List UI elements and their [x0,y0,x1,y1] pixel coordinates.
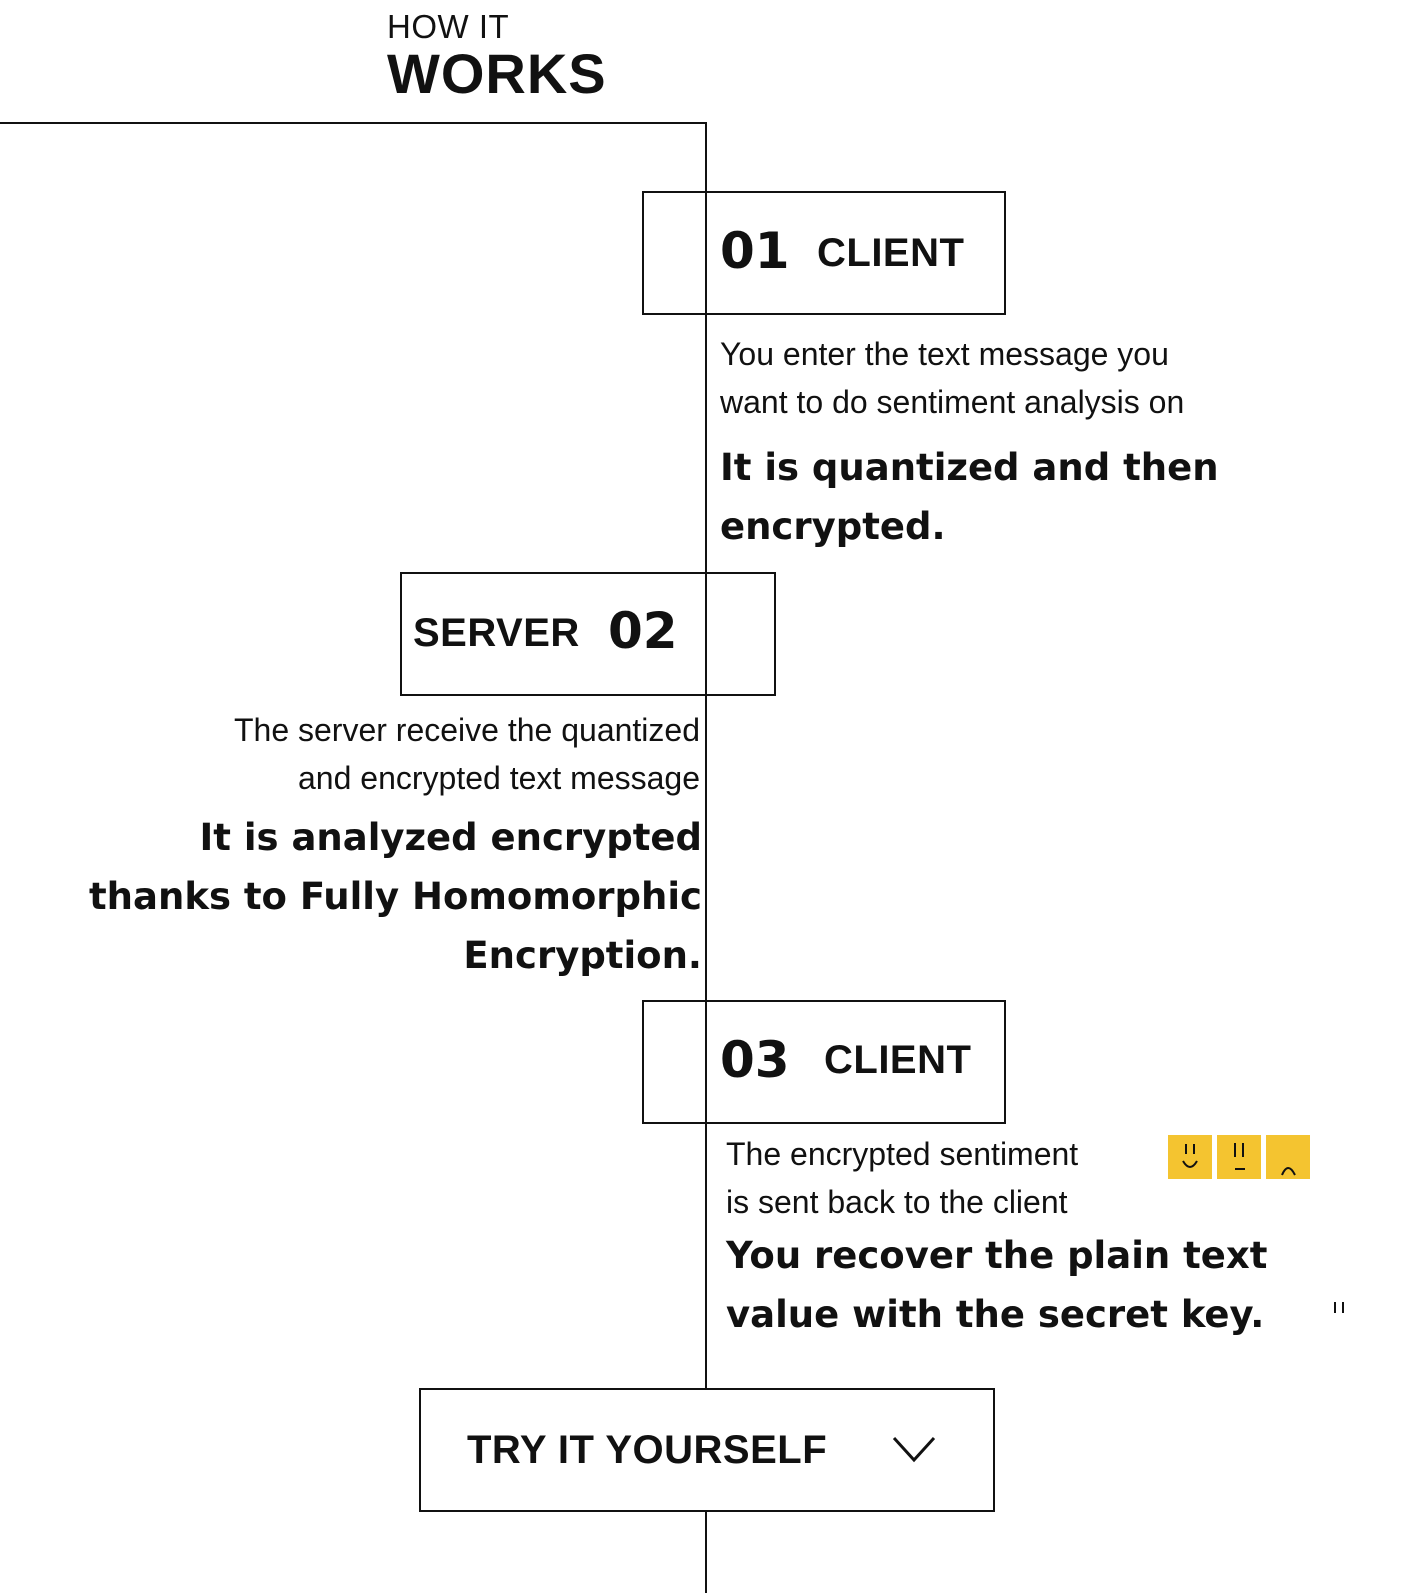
step-1-highlight-line-1: It is quantized and then [720,446,1219,489]
neutral-face-icon [1217,1135,1261,1179]
step-3-box [642,1000,1006,1124]
step-3-role: CLIENT [824,1038,972,1082]
timeline-line [705,122,707,1593]
step-1-highlight: It is quantized and then encrypted. [720,438,1380,556]
step-3-highlight-line-2: value with the secret key. [726,1293,1265,1336]
step-2-box [400,572,776,696]
step-2-highlight-line-1: It is analyzed encrypted [199,816,702,859]
step-3-description: The encrypted sentiment is sent back to … [726,1130,1166,1226]
step-1-description-line-1: You enter the text message you [720,336,1169,372]
step-3-number: 03 [720,1031,790,1089]
smile-face-icon [1168,1135,1212,1179]
try-it-yourself-button[interactable]: TRY IT YOURSELF [419,1388,995,1512]
step-1-highlight-line-2: encrypted. [720,505,946,548]
eyes-mark-icon [1332,1300,1346,1321]
step-3-description-line-1: The encrypted sentiment [726,1136,1079,1172]
step-1-description: You enter the text message you want to d… [720,330,1340,426]
step-2-description-line-2: and encrypted text message [297,760,700,796]
try-it-yourself-label: TRY IT YOURSELF [467,1428,828,1472]
step-1-description-line-2: want to do sentiment analysis on [720,384,1185,420]
step-2-highlight-line-2: thanks to Fully Homomorphic [89,875,702,918]
step-2-description: The server receive the quantized and enc… [20,706,700,802]
header-underline [0,122,706,124]
step-1-number: 01 [720,222,790,280]
step-3-highlight: You recover the plain text value with th… [726,1226,1346,1344]
step-3-highlight-line-1: You recover the plain text [726,1234,1268,1277]
step-1-box [642,191,1006,315]
section-title: WORKS [387,42,607,105]
sad-face-icon [1266,1135,1310,1179]
step-2-highlight: It is analyzed encrypted thanks to Fully… [0,808,702,985]
step-2-number: 02 [608,602,678,660]
step-2-role: SERVER [413,611,580,655]
step-2-highlight-line-3: Encryption. [463,934,702,977]
step-2-description-line-1: The server receive the quantized [233,712,700,748]
section-kicker: HOW IT [387,8,510,45]
chevron-down-icon [891,1430,937,1475]
step-1-role: CLIENT [817,231,965,275]
step-3-description-line-2: is sent back to the client [726,1184,1068,1220]
